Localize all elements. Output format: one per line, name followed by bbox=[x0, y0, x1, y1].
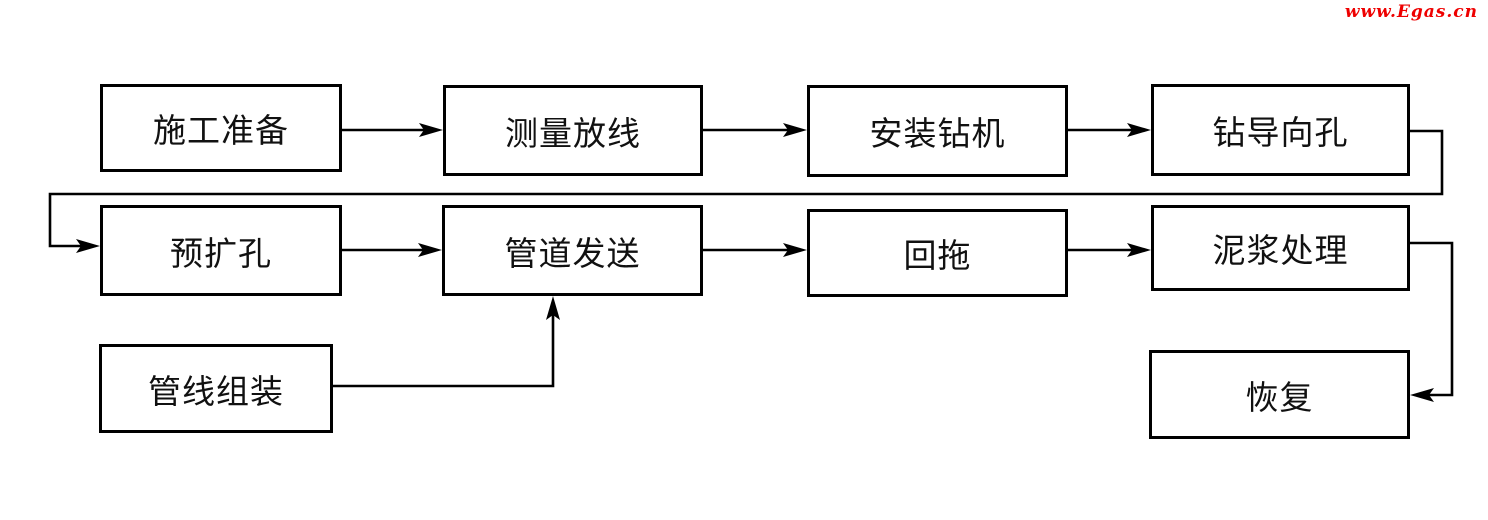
edge-pullback-to-mud-treatment bbox=[1068, 243, 1151, 257]
node-restoration: 恢复 bbox=[1149, 350, 1410, 439]
node-survey-layout: 测量放线 bbox=[443, 85, 703, 176]
node-pullback: 回拖 bbox=[807, 209, 1068, 297]
node-pipeline-assembly: 管线组装 bbox=[99, 344, 333, 433]
node-install-drill-rig: 安装钻机 bbox=[807, 85, 1068, 177]
watermark-logo: www.Egas.cn bbox=[1344, 2, 1478, 22]
node-drill-pilot-hole: 钻导向孔 bbox=[1151, 84, 1410, 176]
edge-drill-pilot-hole-to-pre-reaming bbox=[48, 129, 1444, 253]
edge-construction-prep-to-survey-layout bbox=[342, 123, 443, 137]
edge-survey-layout-to-install-drill-rig bbox=[703, 123, 807, 137]
edge-install-drill-rig-to-drill-pilot-hole bbox=[1068, 123, 1151, 137]
node-pre-reaming: 预扩孔 bbox=[100, 205, 342, 296]
node-construction-prep: 施工准备 bbox=[100, 84, 342, 172]
node-pipe-sending: 管道发送 bbox=[442, 205, 703, 296]
edge-pipeline-assembly-to-pipe-sending bbox=[333, 296, 560, 388]
edge-mud-treatment-to-restoration bbox=[1410, 241, 1454, 402]
node-mud-treatment: 泥浆处理 bbox=[1151, 205, 1410, 291]
edge-pipe-sending-to-pullback bbox=[703, 243, 807, 257]
edge-pre-reaming-to-pipe-sending bbox=[342, 243, 442, 257]
